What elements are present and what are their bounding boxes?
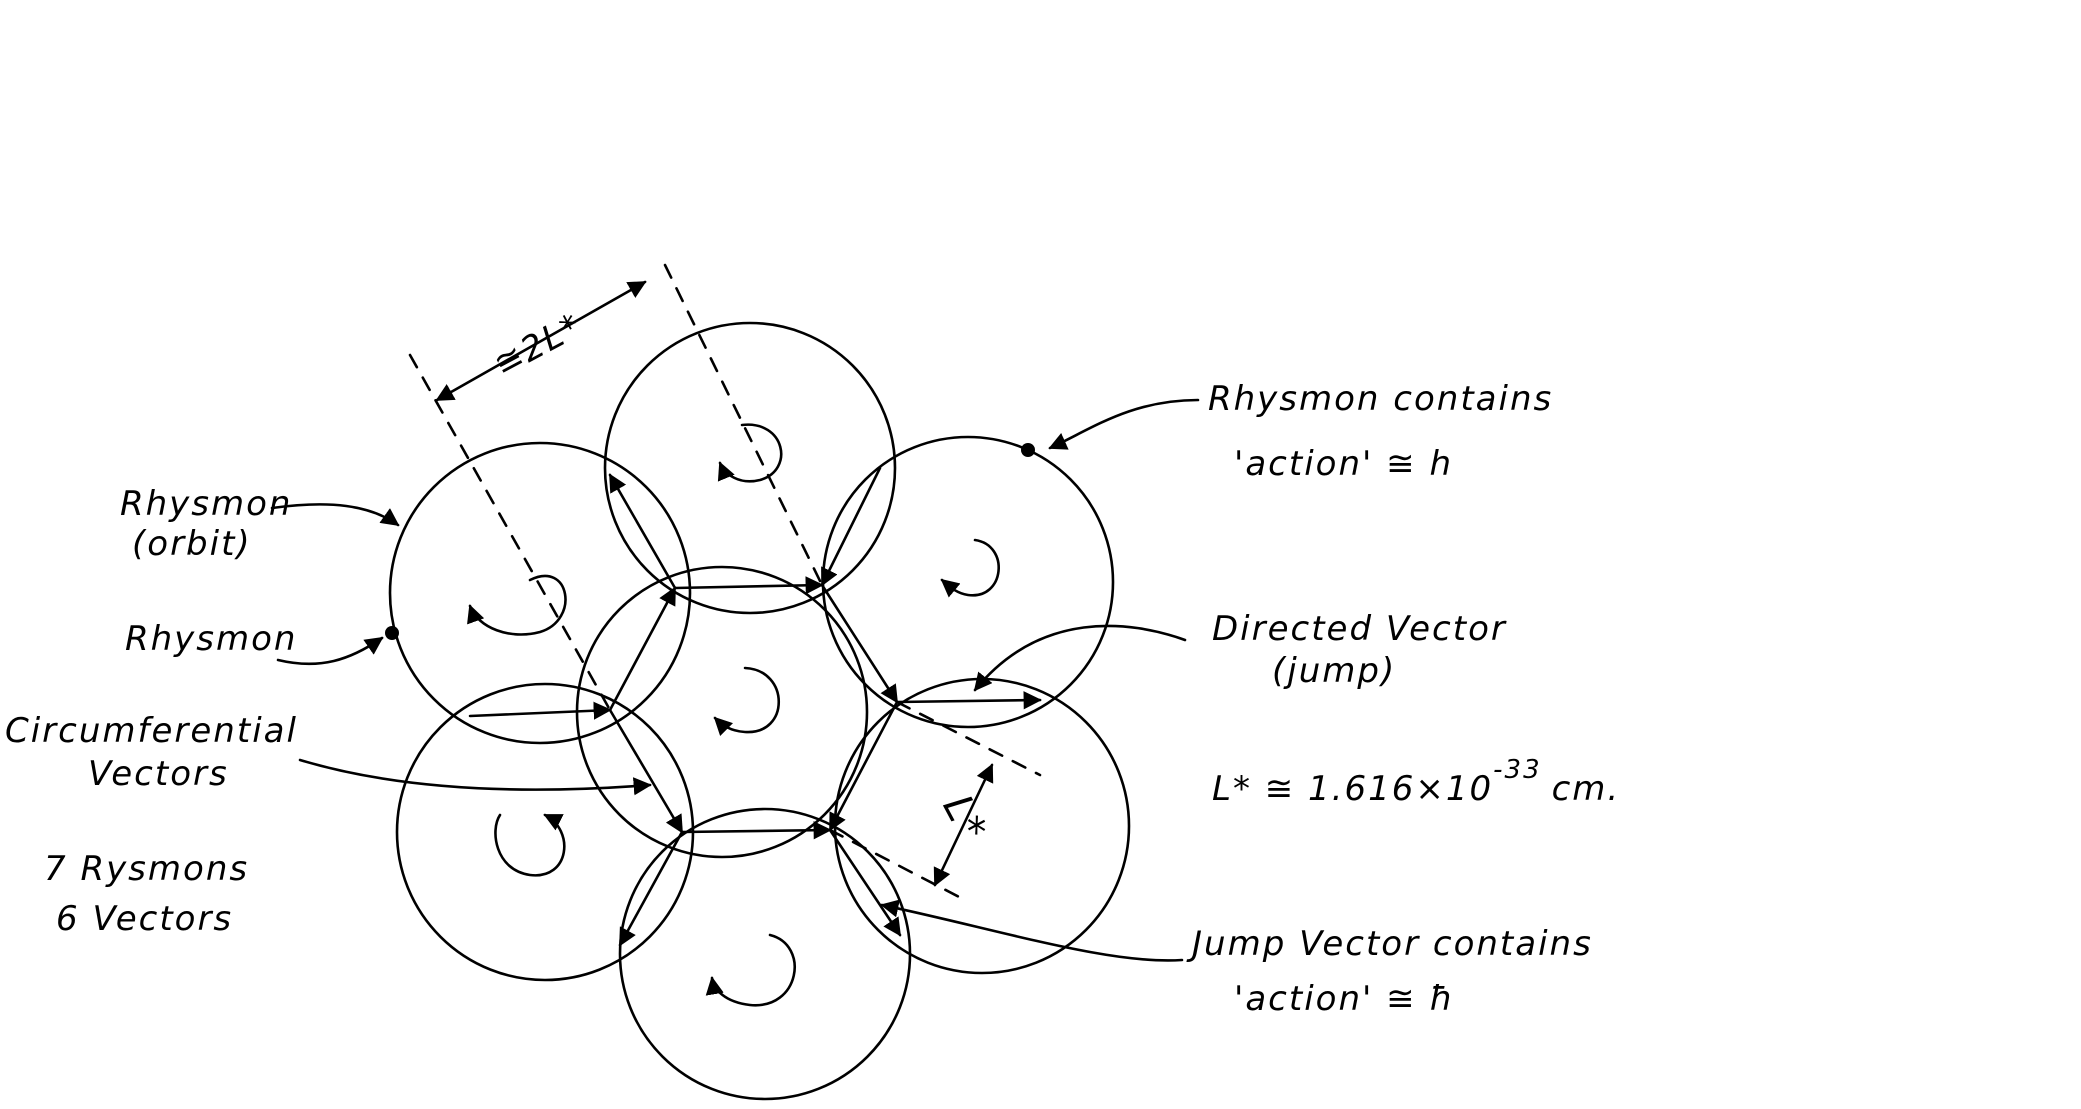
- leader-jump-vector: [880, 899, 1184, 962]
- vector-lower-right: [828, 700, 899, 832]
- leader-rhysmon-orbit: [270, 503, 400, 527]
- vector-bottom: [680, 821, 832, 840]
- leader-rhysmon-point: [276, 636, 384, 666]
- label-jump-vector-line2: 'action' ≅ ħ: [1234, 979, 1455, 1019]
- label-rhysmon-point: Rhysmon: [125, 619, 297, 659]
- leader-circumferential: [298, 758, 652, 796]
- outer-vectors: [468, 466, 1042, 947]
- planck-length-base: L* ≅ 1.616×10: [1212, 769, 1493, 809]
- label-directed-vector-line1: Directed Vector: [1212, 609, 1507, 649]
- vector-upper-right: [820, 583, 899, 704]
- vector-lower-left: [608, 708, 684, 834]
- label-contains-action-line1: Rhysmon contains: [1208, 379, 1553, 419]
- rhysmon-point-right: [1021, 443, 1035, 457]
- label-l-star: L*: [934, 787, 996, 849]
- label-planck-length: L* ≅ 1.616×10-33 cm.: [1212, 755, 1620, 809]
- label-count-vectors: 6 Vectors: [56, 899, 233, 939]
- rhysmon-circles: [388, 321, 1131, 1101]
- label-jump-vector-line1: Jump Vector contains: [1186, 924, 1593, 964]
- label-circumferential-line1: Circumferential: [5, 711, 298, 751]
- label-directed-vector-line2: (jump): [1272, 651, 1396, 691]
- circle-top: [603, 321, 897, 615]
- circle-upper-right: [821, 435, 1115, 729]
- rotation-arrow-top: [717, 423, 783, 483]
- circle-bottom: [618, 807, 912, 1101]
- circle-upper-left: [388, 441, 692, 745]
- rotation-arrow-bottom: [705, 933, 796, 1007]
- rotation-arrow-center: [713, 666, 780, 737]
- rotation-arrow-lower-left: [494, 813, 566, 877]
- dashed-guide-bottom: [828, 828, 967, 902]
- leader-directed-vector: [973, 624, 1187, 692]
- annotations: ≅2L* Rhysmon (orbit) Rhysmon Circumferen…: [5, 305, 1620, 1019]
- vector-top: [673, 576, 824, 595]
- vector-chord-left: [468, 701, 612, 720]
- vector-chord-top-left: [608, 473, 677, 590]
- leader-lines: [270, 398, 1200, 962]
- dashed-guide-lower: [895, 700, 1042, 777]
- dashed-guide-right: [663, 263, 824, 587]
- vector-chord-right: [895, 691, 1042, 710]
- leader-contains-action: [1048, 398, 1200, 450]
- vector-chord-top-right: [820, 466, 882, 587]
- label-count-rhysmons: 7 Rysmons: [44, 849, 249, 889]
- vector-chord-lower-right: [828, 828, 902, 937]
- dimension-arrow-2l: [435, 280, 647, 402]
- label-contains-action-line2: 'action' ≅ h: [1234, 444, 1453, 484]
- circumferential-vectors: [608, 576, 899, 840]
- rhysmon-point-left: [385, 626, 399, 640]
- label-rhysmon-orbit-line2: (orbit): [132, 524, 252, 564]
- rotation-arrow-upper-left: [467, 574, 567, 636]
- rotation-arrow-upper-right: [940, 538, 1000, 598]
- label-spacing: ≅2L*: [487, 305, 589, 384]
- dashed-guide-left: [408, 353, 612, 712]
- dimension-arrow-l: [933, 763, 994, 887]
- planck-length-unit: cm.: [1552, 769, 1621, 809]
- rotation-arrows: [467, 423, 1000, 1007]
- vector-chord-lower-left: [618, 830, 684, 947]
- dashed-guides: [408, 263, 1042, 902]
- label-rhysmon-orbit-line1: Rhysmon: [120, 484, 292, 524]
- circle-lower-left: [395, 682, 695, 982]
- label-circumferential-line2: Vectors: [88, 754, 229, 794]
- vector-upper-left: [608, 586, 677, 712]
- planck-length-exponent: -33: [1493, 755, 1541, 785]
